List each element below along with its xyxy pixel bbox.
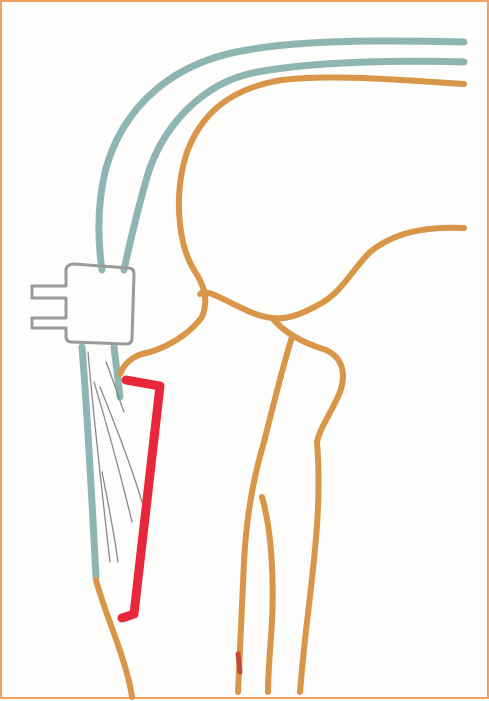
- fiber-2: [94, 382, 132, 522]
- device-body: [32, 264, 134, 344]
- tendon-group: [82, 41, 464, 577]
- fixation-device: [32, 264, 134, 344]
- femoral-condyle: [200, 228, 464, 319]
- fibula: [262, 497, 273, 692]
- tibia-outer: [300, 442, 319, 692]
- anterior-tibia: [96, 580, 132, 697]
- tendon-inner-line: [124, 61, 464, 270]
- tibia-accent: [238, 654, 240, 672]
